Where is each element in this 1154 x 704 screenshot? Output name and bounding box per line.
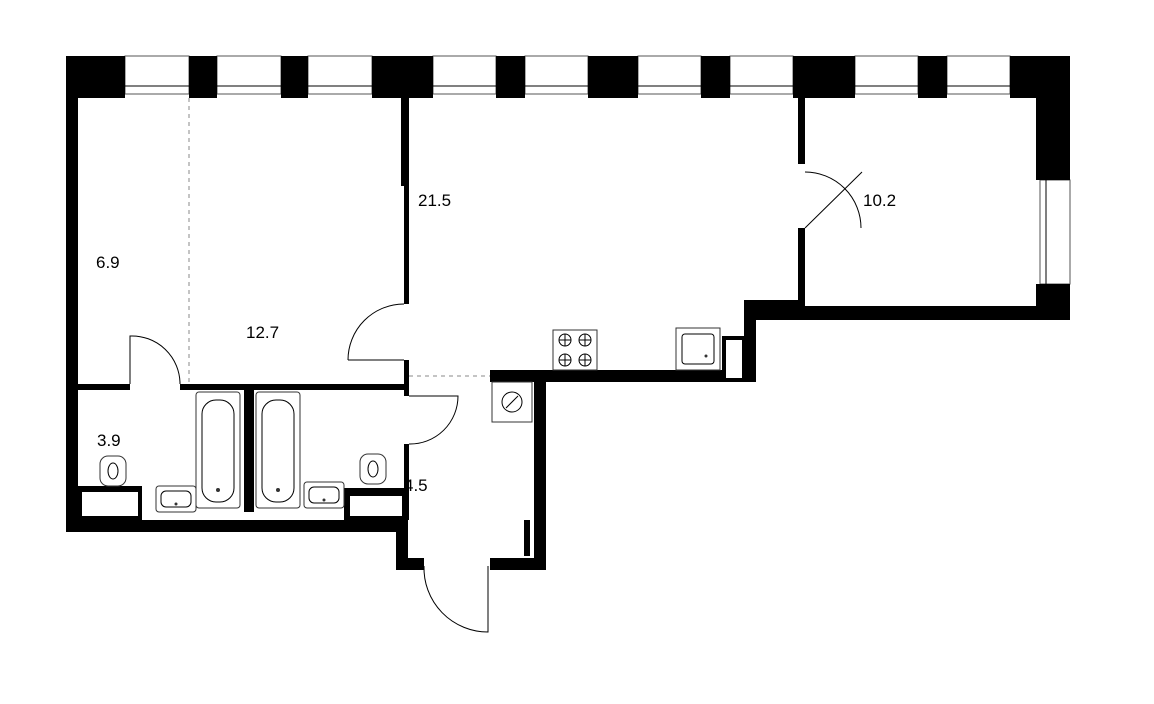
- room-area-label: 21.5: [418, 191, 451, 210]
- kitchen-sink-icon: [675, 327, 721, 371]
- washbasin-icon: [303, 481, 345, 509]
- room-area-label: 3.9: [97, 431, 121, 450]
- top-windows: [124, 55, 1011, 95]
- room-area-label: 10.2: [863, 191, 896, 210]
- toilet-icon: [99, 455, 127, 487]
- electrical-panel-icon: [491, 381, 533, 423]
- stove-icon: [552, 329, 598, 371]
- room-area-label: 12.7: [246, 323, 279, 342]
- toilet-icon: [359, 453, 387, 485]
- bathtub-icon: [195, 391, 241, 509]
- washbasin-icon: [155, 485, 197, 513]
- bathtub-icon: [255, 391, 301, 509]
- doors: [129, 171, 863, 633]
- walls: [66, 56, 1070, 570]
- room-area-label: 6.9: [96, 253, 120, 272]
- side-window: [1039, 179, 1071, 285]
- room-area-label: 4.5: [404, 476, 428, 495]
